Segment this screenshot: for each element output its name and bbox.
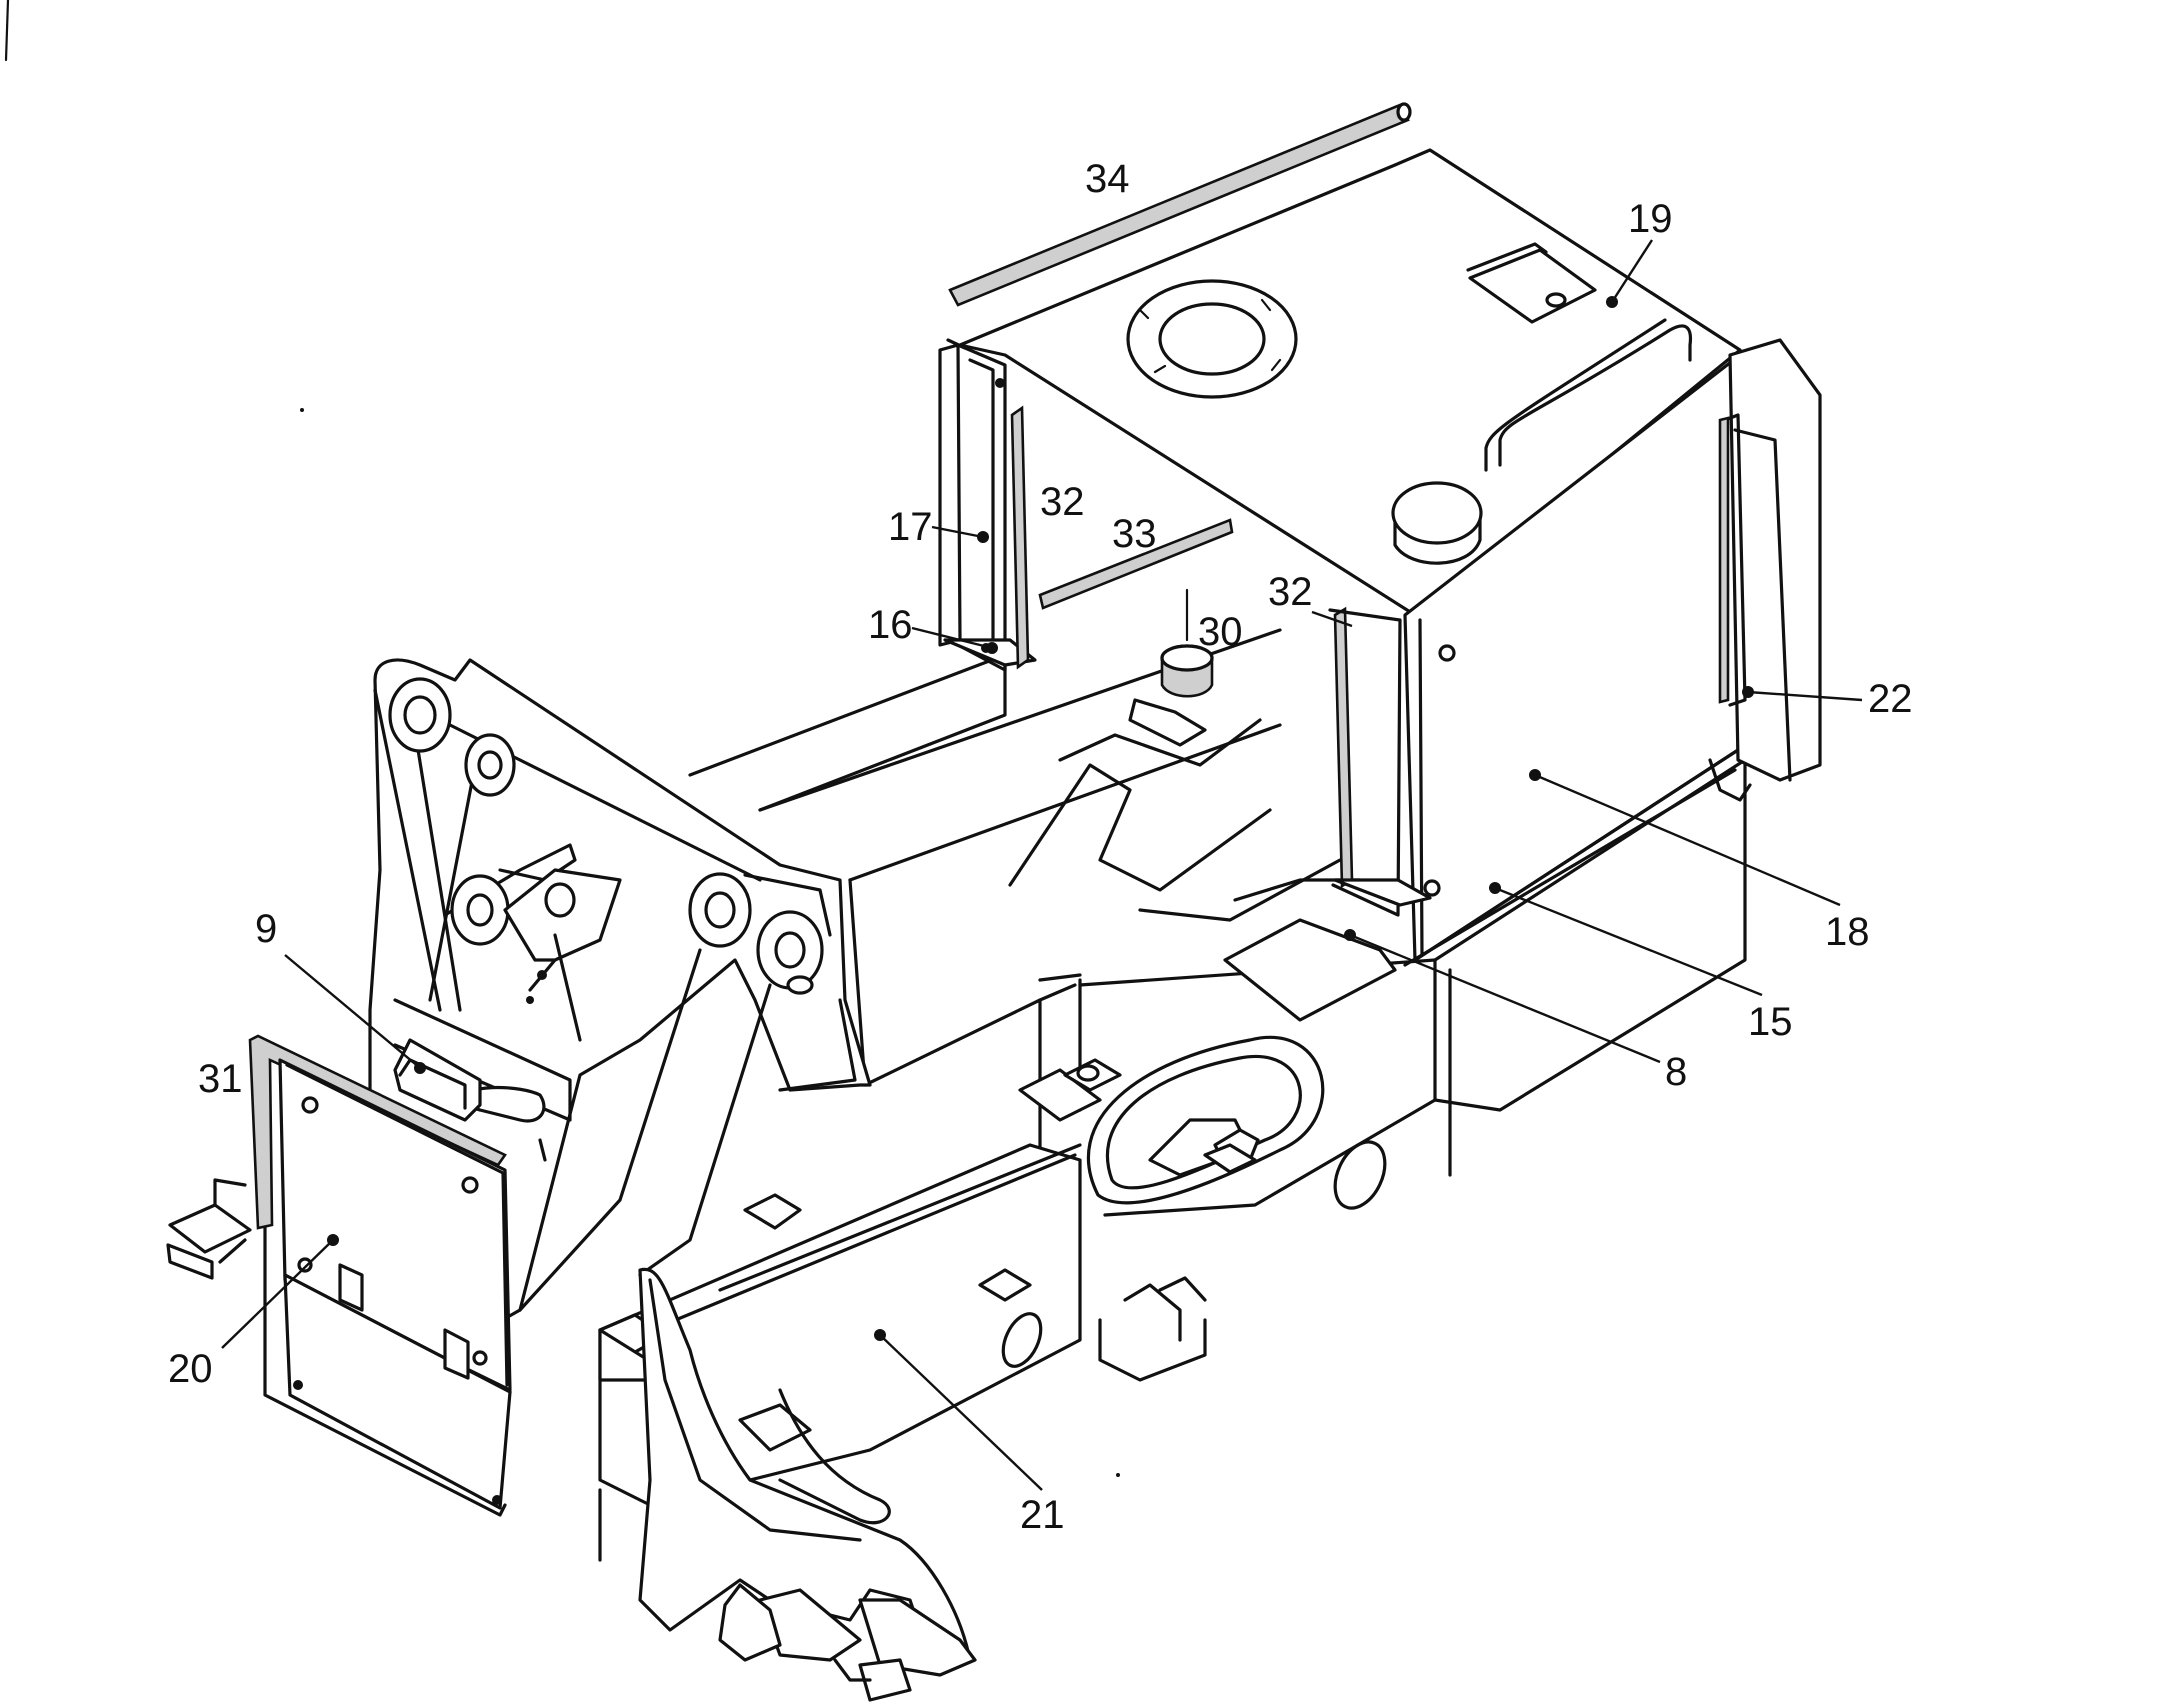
callout-17: 17 [888,505,933,549]
seal-strip-32-left [1010,405,1030,670]
callout-18: 18 [1825,910,1870,954]
callout-30: 30 [1198,610,1243,654]
callout-21: 21 [1020,1493,1065,1537]
callout-32-right: 32 [1268,570,1313,614]
access-door-20 [166,1034,512,1517]
seal-strip-33 [1038,518,1234,610]
callout-8: 8 [1665,1050,1687,1094]
callout-9: 9 [255,907,277,951]
callout-19: 19 [1628,197,1673,241]
rear-frame-17 [938,343,1432,917]
plate-9 [393,1038,482,1122]
callout-33: 33 [1112,512,1157,556]
callout-34: 34 [1085,157,1130,201]
callout-31: 31 [198,1057,243,1101]
callout-15: 15 [1748,1000,1793,1044]
callout-16: 16 [868,603,913,647]
rear-hinged-panel-22 [1728,338,1822,782]
belly-pan-21 [598,1058,1257,1702]
plate-8 [1223,918,1397,1022]
callout-20: 20 [168,1347,213,1391]
callout-22: 22 [1868,677,1913,721]
callouts: 34 19 17 32 33 16 32 30 22 18 15 8 9 3 [168,157,1913,1537]
rubber-isolator-30 [1128,588,1214,747]
engine-hood-19 [946,148,1822,967]
callout-32-left: 32 [1040,480,1085,524]
seal-strip-34 [948,102,1412,307]
seal-strip-32-right [1333,606,1354,889]
